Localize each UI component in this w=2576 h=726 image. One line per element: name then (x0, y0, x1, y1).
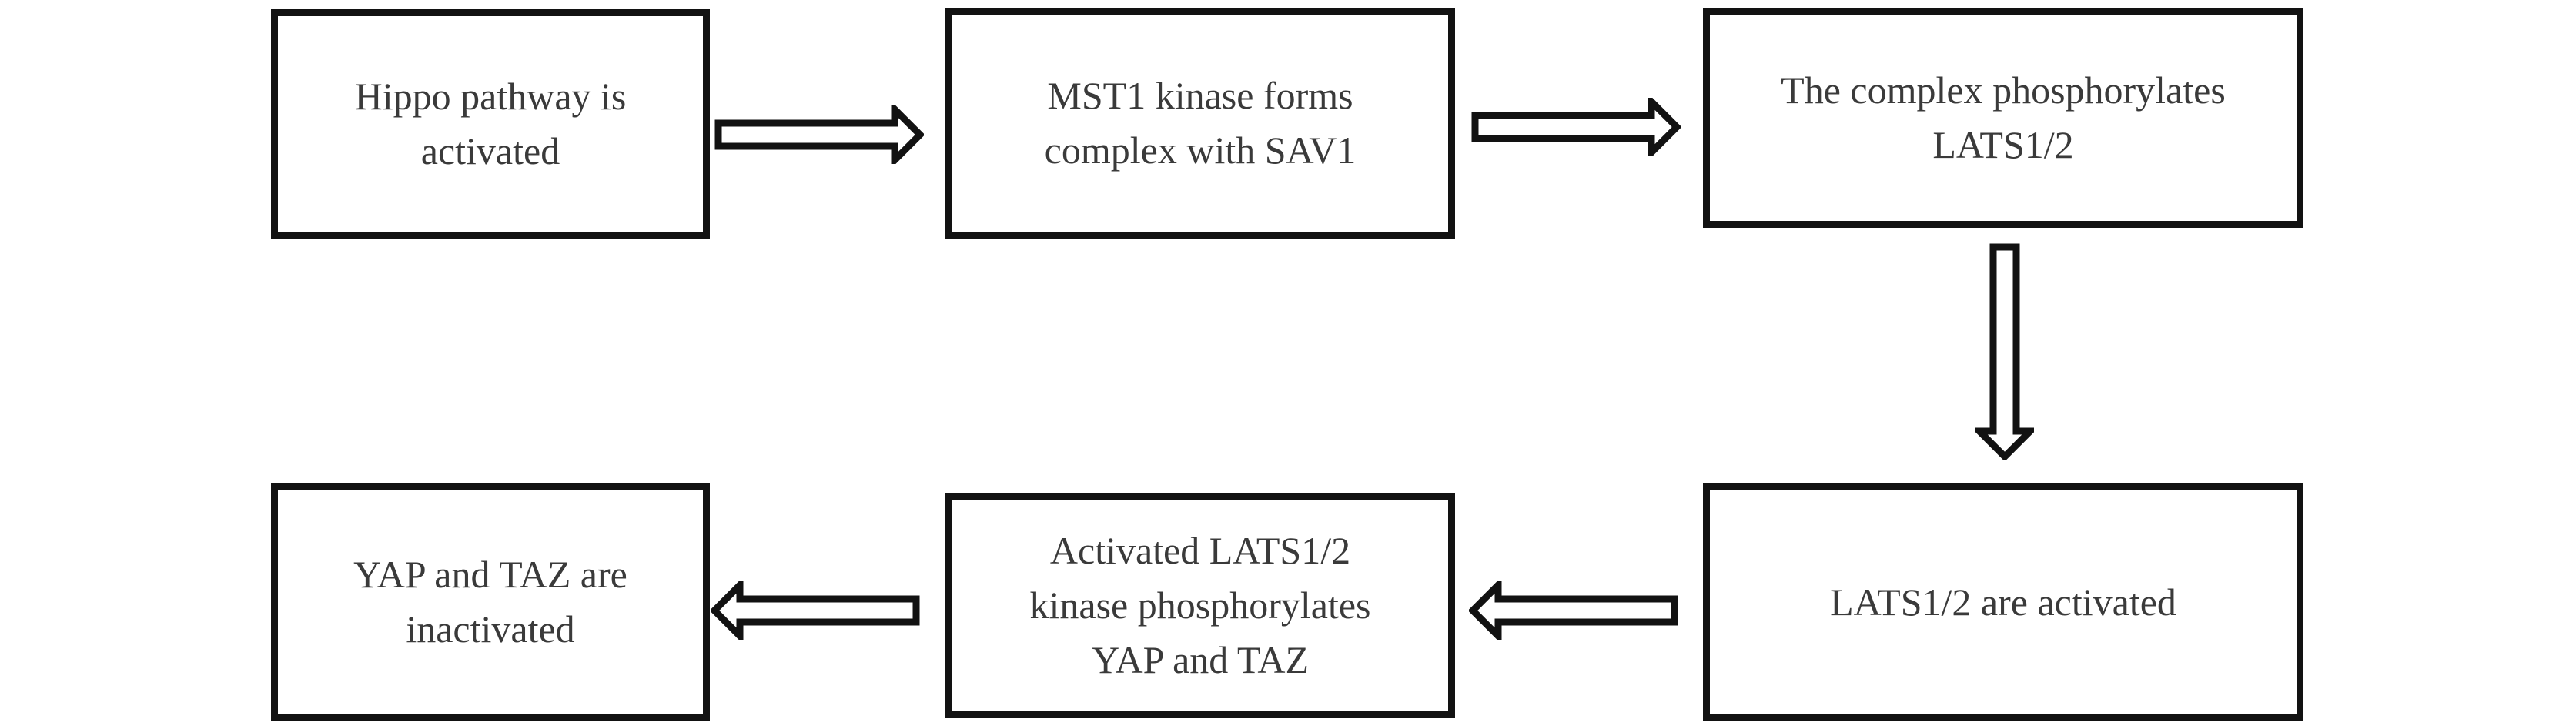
flow-node-complex-phosphorylates-lats: The complex phosphorylates LATS1/2 (1703, 8, 2303, 228)
arrow-down-icon (1975, 243, 2034, 460)
flow-node-hippo-activated: Hippo pathway is activated (271, 9, 710, 239)
flow-node-label: The complex phosphorylates LATS1/2 (1781, 69, 2226, 166)
flow-node-label: Hippo pathway is activated (354, 75, 627, 172)
flow-node-label: Activated LATS1/2 kinase phosphorylates … (1029, 528, 1371, 681)
flow-node-mst1-sav1-complex: MST1 kinase forms complex with SAV1 (945, 8, 1455, 239)
flow-node-label: MST1 kinase forms complex with SAV1 (1044, 74, 1357, 172)
arrow-right-icon (1471, 98, 1681, 156)
flow-node-lats-activated: LATS1/2 are activated (1703, 483, 2303, 721)
arrow-left-icon (711, 581, 920, 640)
flow-node-label: YAP and TAZ are inactivated (353, 553, 627, 651)
flow-node-label: LATS1/2 are activated (1830, 580, 2176, 624)
flow-node-lats-phosphorylates-yap-taz: Activated LATS1/2 kinase phosphorylates … (945, 493, 1455, 718)
arrow-left-icon (1469, 581, 1678, 640)
flow-node-yap-taz-inactivated: YAP and TAZ are inactivated (271, 483, 710, 721)
arrow-right-icon (714, 105, 924, 164)
